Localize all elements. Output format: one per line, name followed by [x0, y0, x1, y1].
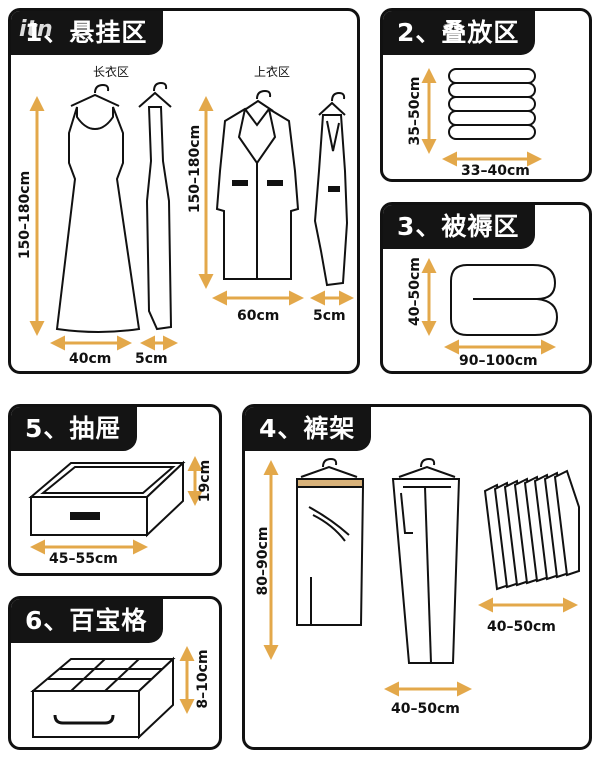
pants-panel: 4、裤架	[242, 404, 592, 750]
pants-title: 4、裤架	[245, 407, 372, 451]
hung-trousers-row-drawing	[483, 469, 580, 591]
drawer-illustration	[28, 456, 203, 555]
folded-title: 2、叠放区	[383, 11, 536, 55]
drawer-panel: 5、抽屉 19cm 45–55cm	[8, 404, 222, 576]
bedding-panel: 3、被褥区 40–50cm 90–100cm	[380, 202, 592, 374]
dress-width-label: 40cm	[69, 351, 112, 367]
watermark: itn	[19, 17, 53, 42]
hanging-title: 1、悬挂区	[11, 11, 164, 55]
grid-title: 6、百宝格	[11, 599, 164, 643]
bedding-illustration	[421, 258, 559, 355]
pants-height-label: 80–90cm	[255, 526, 271, 596]
dress-height-label: 150–180cm	[17, 170, 33, 260]
hanging-illustration	[29, 81, 354, 351]
bedding-title: 3、被褥区	[383, 205, 536, 249]
storage-grid-box-drawing	[30, 656, 176, 740]
drawer-width-label: 45–55cm	[49, 551, 118, 567]
folded-illustration	[421, 68, 542, 167]
bedding-width-label: 90–100cm	[459, 353, 538, 369]
pants-illustration	[263, 457, 580, 697]
hanging-panel: 1、悬挂区 itn 长衣区 上衣区	[8, 8, 360, 374]
folded-height-label: 35–50cm	[407, 76, 423, 146]
dress-side-drawing	[138, 81, 173, 331]
trousers-width-label: 40–50cm	[391, 701, 460, 717]
folded-width-label: 33–40cm	[461, 163, 530, 179]
skirt-drawing	[296, 457, 365, 626]
coat-height-label: 150–180cm	[187, 124, 203, 214]
drawer-height-label: 19cm	[197, 459, 213, 503]
coat-side-drawing	[313, 91, 349, 287]
trousers-drawing	[391, 457, 461, 664]
bedding-height-label: 40–50cm	[407, 257, 423, 326]
coat-front-drawing	[215, 89, 300, 280]
long-clothes-label: 长衣区	[93, 65, 130, 79]
grid-height-label: 8–10cm	[195, 649, 211, 709]
drawer-title: 5、抽屉	[11, 407, 138, 451]
top-clothes-label: 上衣区	[254, 65, 291, 79]
dress-front-drawing	[55, 83, 141, 333]
drawer-drawing	[28, 460, 186, 538]
coat-depth-label: 5cm	[313, 308, 346, 324]
folded-clothes-stack	[448, 68, 536, 140]
rack-width-label: 40–50cm	[487, 619, 556, 635]
coat-width-label: 60cm	[237, 308, 280, 324]
grid-illustration	[30, 646, 195, 740]
grid-panel: 6、百宝格 8–10cm	[8, 596, 222, 750]
folded-quilt-drawing	[450, 264, 559, 336]
folded-panel: 2、叠放区 35–50cm 33–40cm	[380, 8, 592, 182]
dress-depth-label: 5cm	[135, 351, 168, 367]
